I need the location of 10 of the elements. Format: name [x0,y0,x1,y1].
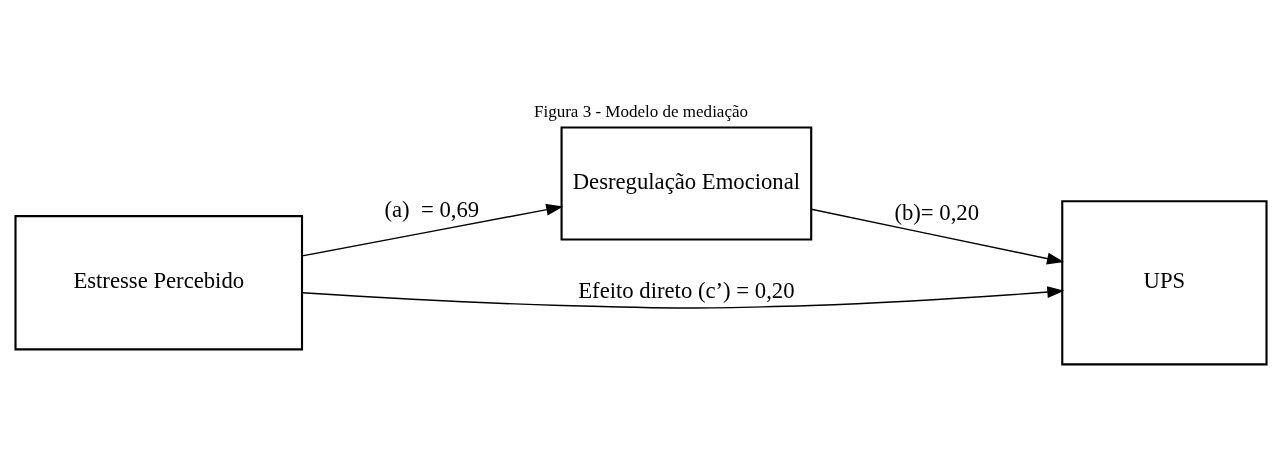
diagram-title: Figura 3 - Modelo de mediação [533,101,749,121]
node-box: UPS [1061,200,1268,366]
edge-label: Efeito direto (c’) = 0,20 [578,278,795,304]
edge-label: (b)= 0,20 [894,200,980,226]
node-box: Desregulação Emocional [560,126,813,241]
arrow [301,203,564,257]
arrow [301,286,1065,309]
edge-label: (a) = 0,69 [384,197,480,223]
node-box: Estresse Percebido [14,215,304,351]
arrow [810,208,1065,265]
